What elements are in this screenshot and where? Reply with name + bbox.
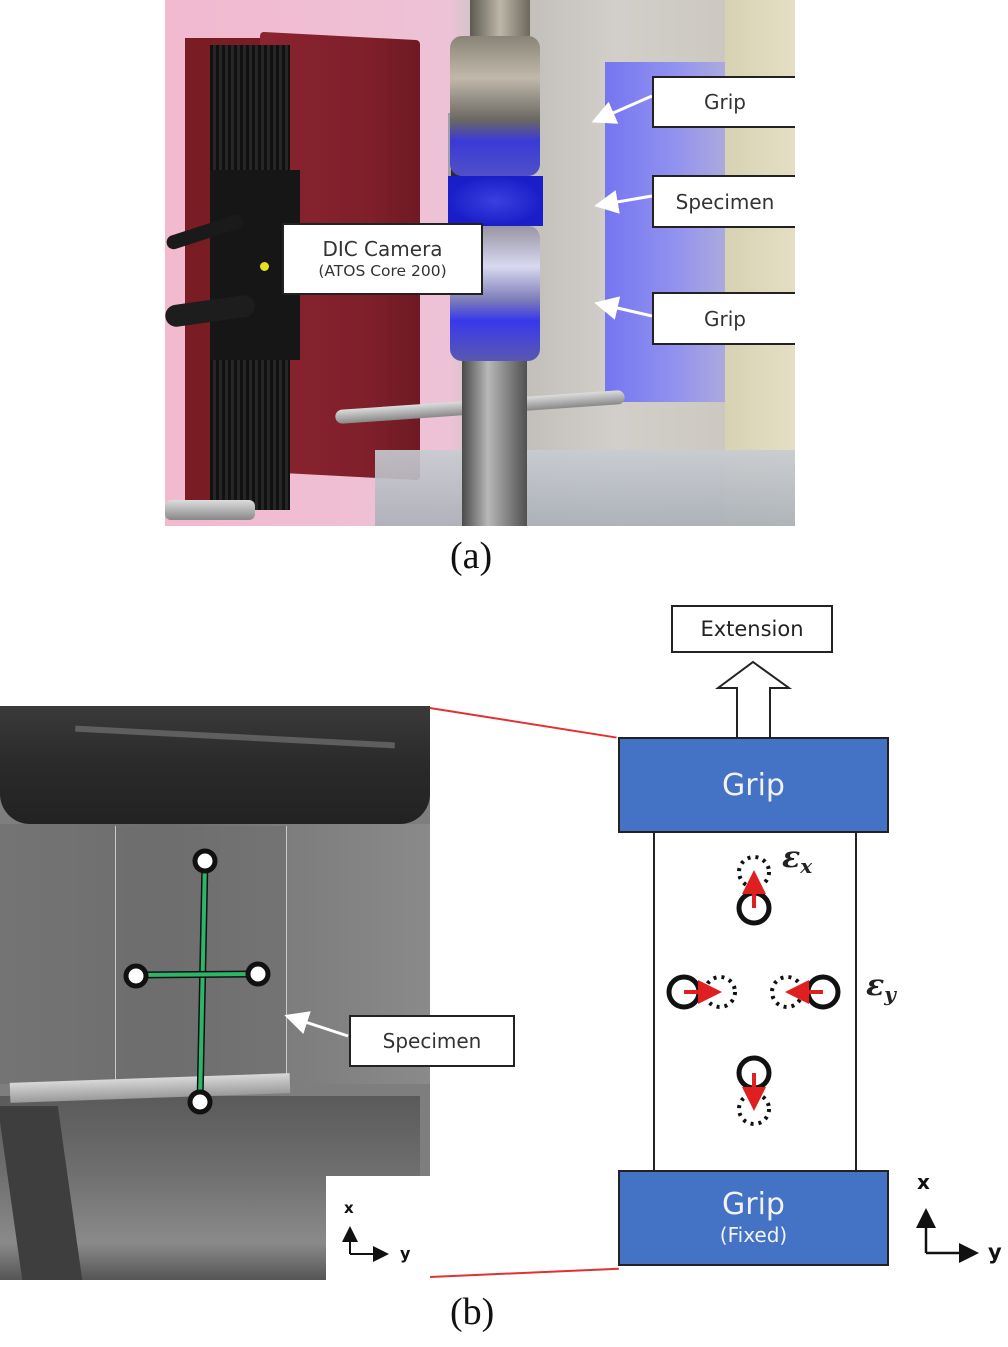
- dic-markers: [123, 848, 389, 1262]
- specimen-label-b: Specimen: [349, 1015, 515, 1067]
- axis-x-label: x: [344, 1199, 354, 1217]
- specimen-label: Specimen: [652, 175, 795, 228]
- grip-bottom-block: Grip (Fixed): [618, 1170, 889, 1266]
- epsilon-symbol: ε: [782, 840, 801, 875]
- strain-x-label: εx: [782, 840, 812, 878]
- coordinate-axes: [916, 1208, 979, 1263]
- axis-x-label: x: [917, 1170, 930, 1194]
- marker-bottom: [187, 1089, 213, 1115]
- strain-y-label: εy: [866, 968, 896, 1006]
- upper-grip: [0, 706, 430, 824]
- marker-top: [192, 848, 218, 874]
- marker-displaced-top: [737, 855, 771, 889]
- specimen-arrow: [594, 190, 653, 214]
- caption-b: (b): [450, 1291, 495, 1333]
- camera-vent-bottom: [210, 360, 290, 510]
- strain-subscript: y: [884, 982, 896, 1006]
- mount-rod: [165, 500, 255, 520]
- grip-top-label: Grip: [652, 76, 795, 128]
- grip-fixed-note: (Fixed): [719, 1223, 788, 1247]
- panel-b-photo: x y: [0, 706, 430, 1280]
- load-column-bottom: [462, 361, 527, 526]
- axis-y-label: y: [988, 1240, 1002, 1264]
- marker-displaced-left: [703, 975, 737, 1009]
- extension-arrow-icon: [715, 660, 793, 738]
- marker-right: [245, 961, 271, 987]
- grip-bottom-label: Grip: [652, 292, 795, 345]
- vertical-gauge-line-fill: [198, 859, 207, 1103]
- camera-title: DIC Camera: [322, 237, 443, 261]
- grip-top-text: Grip: [722, 767, 785, 803]
- grip-top-block: Grip: [618, 737, 889, 833]
- camera-model: (ATOS Core 200): [318, 262, 447, 280]
- strain-subscript: x: [800, 854, 813, 878]
- marker-displaced-bottom: [737, 1092, 771, 1126]
- panel-a-photo: DIC Camera (ATOS Core 200) Grip Specimen…: [165, 0, 795, 526]
- axis-y-label: y: [400, 1244, 411, 1263]
- grip-bottom-arrow: [594, 296, 653, 320]
- dic-camera-label: DIC Camera (ATOS Core 200): [282, 223, 483, 295]
- zoom-connector-bottom: [430, 1267, 619, 1278]
- extension-label: Extension: [671, 605, 833, 653]
- specimen-arrow: [284, 1011, 349, 1038]
- caption-a: (a): [450, 535, 493, 577]
- specimen-illuminated: [448, 176, 543, 226]
- zoom-connector-top: [429, 707, 617, 739]
- grip-top-arrow: [591, 94, 653, 124]
- strain-markers: [666, 855, 841, 1126]
- camera-vent-top: [210, 45, 290, 170]
- epsilon-symbol: ε: [866, 968, 885, 1003]
- grip-bottom-text: Grip: [722, 1187, 785, 1222]
- upper-grip: [450, 36, 540, 176]
- callout-arrows: [591, 94, 653, 320]
- load-column-top: [470, 0, 530, 36]
- horizontal-gauge-line-fill: [136, 972, 259, 977]
- marker-left: [123, 963, 149, 989]
- test-frame: [375, 450, 795, 526]
- camera-status-led: [260, 262, 269, 271]
